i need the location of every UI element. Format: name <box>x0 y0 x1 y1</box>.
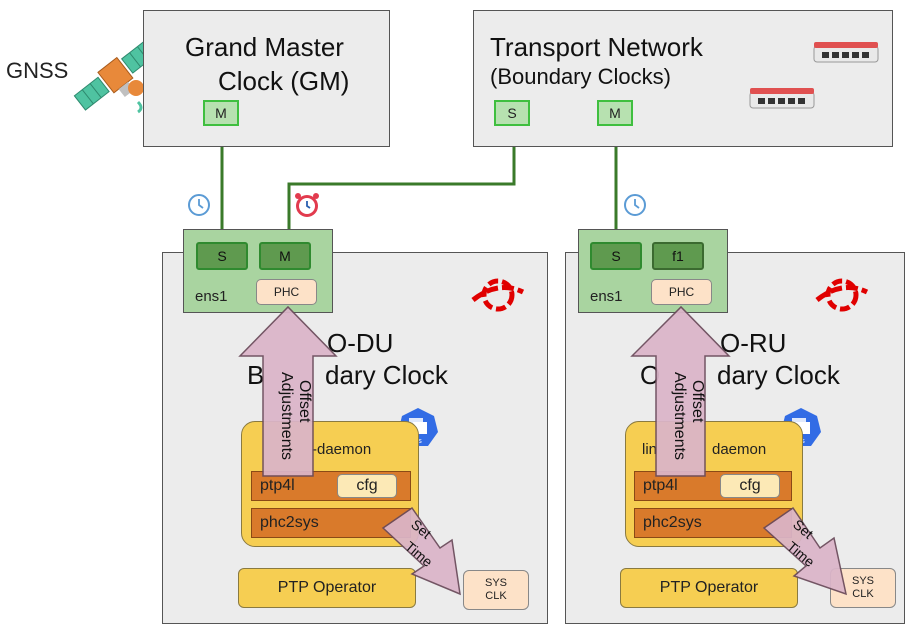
oru-title-line1: O-RU <box>720 328 787 358</box>
gm-master-port: M <box>203 100 239 126</box>
oru-set-time-arrow <box>762 506 848 596</box>
oru-arrow-text-1: Offset <box>689 380 706 423</box>
odu-sys-label: SYS <box>484 577 507 589</box>
odu-title-line1: O-DU <box>327 328 394 358</box>
oru-phc2sys: phc2sys <box>634 508 792 538</box>
oru-cfg: cfg <box>720 474 780 498</box>
grand-master-box <box>143 10 390 147</box>
oru-slave-port: S <box>590 242 642 270</box>
odu-title-line2: dary Clock <box>325 360 448 390</box>
odu-set-time-arrow <box>381 506 461 596</box>
oru-offset-arrow <box>630 305 731 477</box>
redhat-logo-icon <box>471 278 525 312</box>
transport-title: Transport Network <box>490 32 703 62</box>
odu-arrow-text-2: Adjustments <box>278 372 295 460</box>
odu-arrow-text-1: Offset <box>296 380 313 423</box>
transport-master-port: M <box>597 100 633 126</box>
oru-title-line2: dary Clock <box>717 360 840 390</box>
oru-f1-port: f1 <box>652 242 704 270</box>
oru-clk-label: CLK <box>852 588 874 600</box>
oru-daemon-label-left: lin <box>642 441 658 458</box>
oru-sys-label: SYS <box>851 575 874 587</box>
oru-arrow-text-2: Adjustments <box>671 372 688 460</box>
odu-daemon-label: -daemon <box>312 441 372 458</box>
odu-nic-label: ens1 <box>195 288 228 305</box>
transport-slave-port: S <box>494 100 530 126</box>
oru-nic-label: ens1 <box>590 288 623 305</box>
clock-icon <box>624 194 646 216</box>
gm-title-line1: Grand Master <box>185 32 344 62</box>
transport-to-odu-link <box>287 126 516 242</box>
odu-cfg: cfg <box>337 474 397 498</box>
odu-title-b: B <box>247 360 265 390</box>
oru-title-o: O <box>640 360 661 390</box>
odu-master-port: M <box>259 242 311 270</box>
switch-icon <box>749 88 815 109</box>
oru-ptp-operator: PTP Operator <box>620 568 798 608</box>
redhat-logo-icon <box>815 278 869 312</box>
odu-ptp-operator: PTP Operator <box>238 568 416 608</box>
transport-subtitle: (Boundary Clocks) <box>490 64 671 89</box>
oru-daemon-label: daemon <box>712 441 767 458</box>
alarm-clock-icon <box>295 193 319 217</box>
gm-title-line2: Clock (GM) <box>218 66 350 96</box>
odu-phc2sys: phc2sys <box>251 508 411 538</box>
gnss-label: GNSS <box>6 58 69 83</box>
clock-icon <box>188 194 210 216</box>
odu-phc: PHC <box>256 279 317 305</box>
oru-phc: PHC <box>651 279 712 305</box>
transport-network-box <box>473 10 893 147</box>
switch-icon <box>813 42 879 63</box>
odu-offset-arrow <box>238 305 338 477</box>
odu-clk-label: CLK <box>485 590 507 602</box>
odu-slave-port: S <box>196 242 248 270</box>
